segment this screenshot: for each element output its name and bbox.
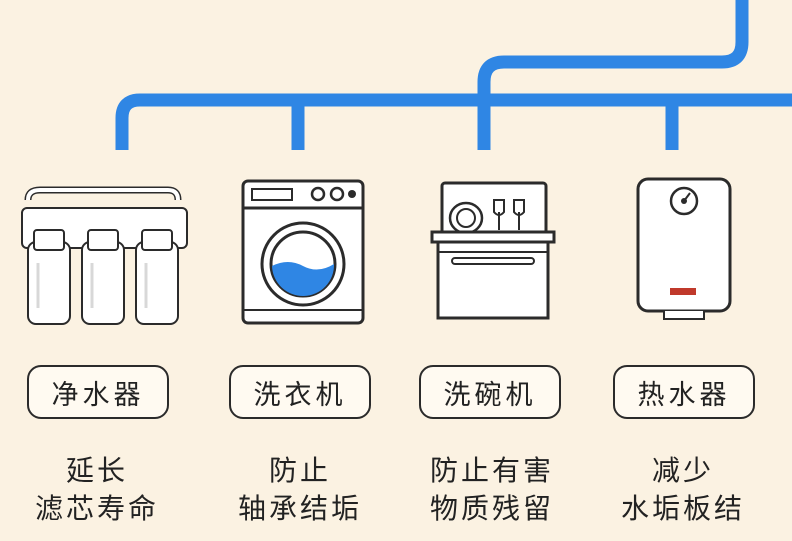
benefit-washing-machine: 防止 轴承结垢	[205, 452, 395, 528]
label-washing-machine: 洗衣机	[229, 365, 371, 419]
label-water-heater: 热水器	[613, 365, 755, 419]
benefit-line-2: 水垢板结	[620, 492, 745, 525]
benefit-line-2: 滤芯寿命	[34, 492, 159, 525]
water-purifier-icon	[21, 186, 188, 325]
benefit-line-1: 防止	[268, 454, 331, 487]
benefit-line-1: 防止有害	[429, 454, 554, 487]
label-dishwasher: 洗碗机	[419, 365, 561, 419]
benefit-water-purifier: 延长 滤芯寿命	[2, 452, 192, 528]
benefit-water-heater: 减少 水垢板结	[588, 452, 778, 528]
water-heater-icon	[636, 177, 732, 320]
label-water-purifier: 净水器	[27, 365, 169, 419]
dishwasher-icon	[430, 181, 556, 320]
benefit-line-1: 减少	[651, 454, 714, 487]
benefit-line-2: 物质残留	[429, 492, 554, 525]
washing-machine-icon	[241, 179, 365, 325]
benefit-dishwasher: 防止有害 物质残留	[397, 452, 587, 528]
benefit-line-1: 延长	[65, 454, 128, 487]
benefit-line-2: 轴承结垢	[237, 492, 362, 525]
